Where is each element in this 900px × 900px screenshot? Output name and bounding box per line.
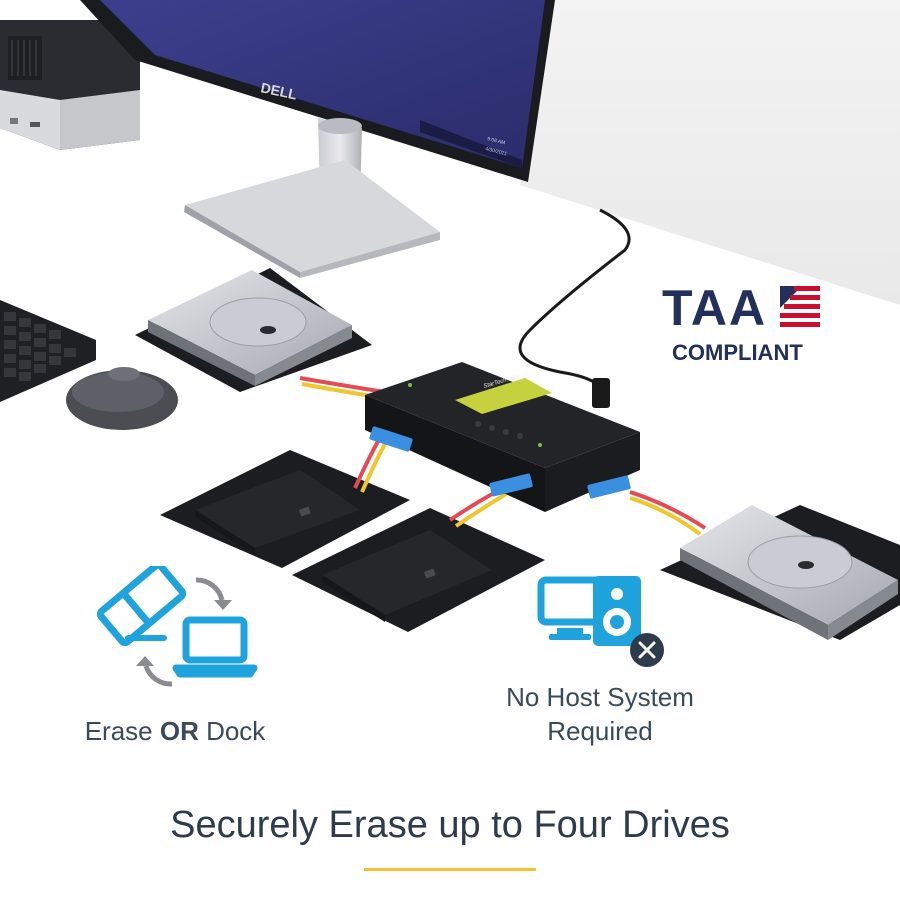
- desktop-pc: [0, 20, 140, 150]
- hdd-right: [680, 505, 898, 640]
- monitor: DELL 9:08 AM 4/30/2021: [80, 0, 555, 278]
- headline-strong: Securely Erase: [170, 804, 428, 846]
- duplicator-device: StarTech.com: [365, 362, 640, 512]
- dock-label-part: Dock: [198, 716, 266, 746]
- headline: Securely Erase up to Four Drives: [0, 800, 900, 850]
- taa-compliant-badge: TAA COMPLIANT: [662, 280, 827, 372]
- ferrite-core: [592, 378, 610, 408]
- compliant-text: COMPLIANT: [672, 340, 803, 365]
- ssd-middle-left: [195, 470, 360, 555]
- headline-underline: [364, 868, 536, 871]
- monitor-clock-time: 9:08 AM: [487, 136, 506, 146]
- hdd-top-left: [148, 270, 352, 386]
- no-host-line-2: Required: [547, 716, 653, 746]
- or-label-part: OR: [159, 716, 199, 746]
- taa-text: TAA: [662, 280, 768, 336]
- no-host-line-1: No Host System: [506, 682, 694, 712]
- erase-label-part: Erase: [84, 716, 160, 746]
- erase-or-dock-label: Erase OR Dock: [60, 714, 290, 748]
- headline-rest: up to Four Drives: [427, 804, 730, 846]
- erase-dock-icon: [96, 566, 258, 687]
- wall: [520, 0, 900, 305]
- no-host-system-icon: [537, 576, 664, 667]
- keyboard: [0, 300, 96, 402]
- power-cable: [518, 208, 631, 401]
- ssd-center: [322, 530, 492, 622]
- monitor-clock-date: 4/30/2021: [485, 146, 508, 157]
- monitor-brand: DELL: [259, 79, 299, 102]
- no-host-system-label: No Host System Required: [475, 680, 725, 748]
- us-flag-stripes-icon: [780, 286, 820, 327]
- mouse: [66, 367, 178, 430]
